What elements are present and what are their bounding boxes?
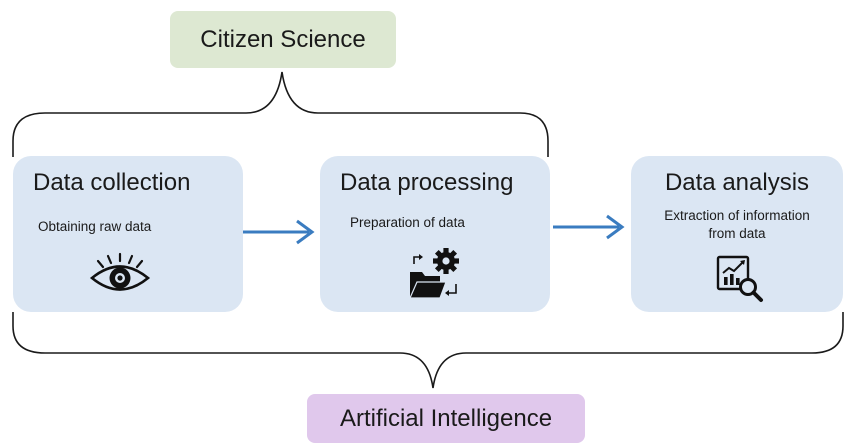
artificial-intelligence-brace: [12, 312, 844, 389]
stage-data-collection: Data collection Obtaining raw data: [13, 156, 243, 312]
chart-magnifier-icon: [716, 253, 764, 308]
citizen-science-brace: [12, 71, 549, 157]
stage-title: Data processing: [340, 169, 514, 196]
eye-icon: [89, 252, 151, 299]
stage-data-analysis: Data analysis Extraction of information …: [631, 156, 843, 312]
artificial-intelligence-label: Artificial Intelligence: [307, 394, 585, 443]
citizen-science-text: Citizen Science: [200, 25, 366, 53]
artificial-intelligence-text: Artificial Intelligence: [339, 404, 553, 432]
citizen-science-label: Citizen Science: [170, 11, 396, 68]
stage-subtitle: Obtaining raw data: [38, 219, 152, 234]
stage-data-processing: Data processing Preparation of data: [320, 156, 550, 312]
stage-subtitle: Preparation of data: [350, 215, 465, 230]
arrow-collection-to-processing: [243, 219, 315, 245]
arrow-processing-to-analysis: [553, 214, 625, 240]
folder-gear-icon: [408, 246, 466, 307]
stage-title: Data analysis: [664, 169, 810, 196]
stage-title: Data collection: [33, 169, 191, 196]
stage-subtitle: Extraction of information from data: [664, 208, 810, 241]
